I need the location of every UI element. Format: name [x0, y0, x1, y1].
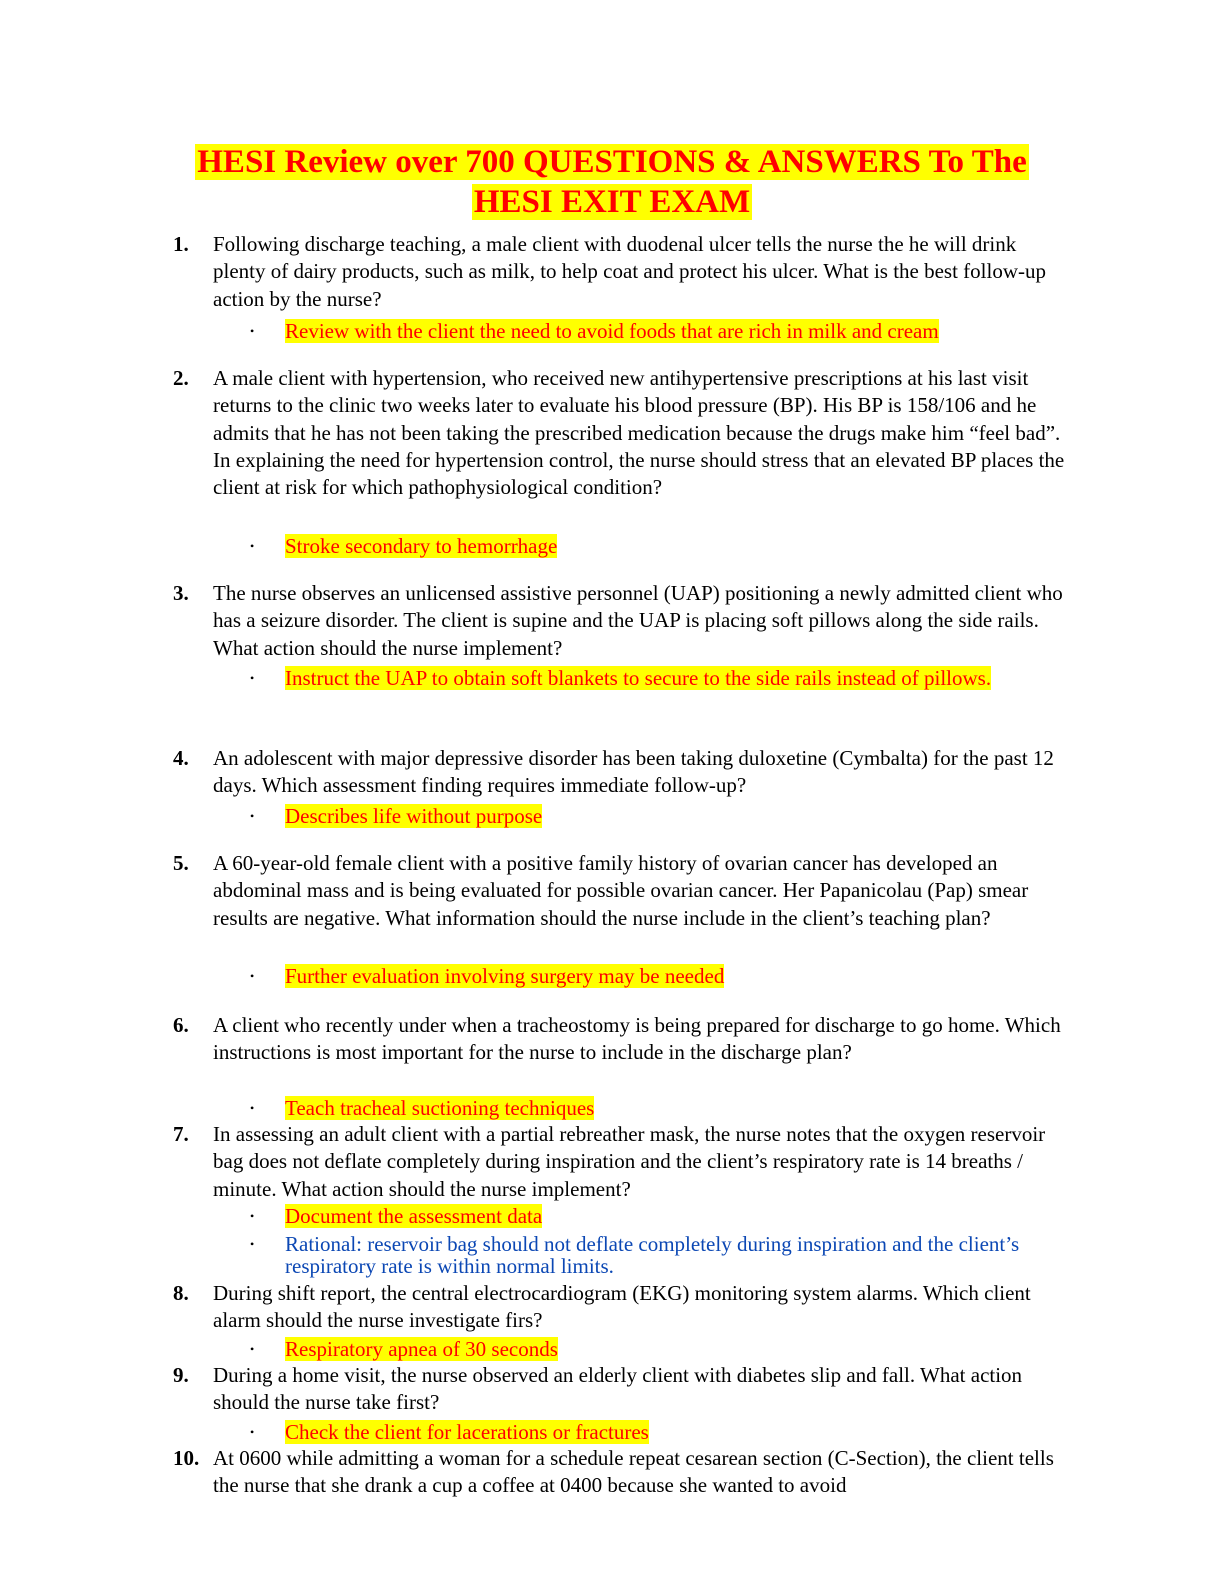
question-number: 10. [173, 1446, 200, 1470]
question-number: 2. [173, 366, 189, 390]
bullet-icon: • [250, 671, 255, 685]
answer-4: • Describes life without purpose [250, 803, 1070, 830]
answer-9: • Check the client for lacerations or fr… [250, 1419, 1070, 1446]
answer-text: Teach tracheal suctioning techniques [285, 1096, 595, 1120]
question-7: 7. In assessing an adult client with a p… [173, 1121, 1073, 1203]
question-6: 6. A client who recently under when a tr… [173, 1012, 1073, 1067]
answer-text: Stroke secondary to hemorrhage [285, 534, 558, 558]
question-text: A 60-year-old female client with a posit… [213, 851, 1029, 930]
question-number: 6. [173, 1013, 189, 1037]
question-number: 7. [173, 1122, 189, 1146]
answer-1: • Review with the client the need to avo… [250, 318, 1070, 345]
question-3: 3. The nurse observes an unlicensed assi… [173, 580, 1073, 662]
answer-2: • Stroke secondary to hemorrhage [250, 533, 1070, 560]
question-5: 5. A 60-year-old female client with a po… [173, 850, 1073, 932]
bullet-icon: • [250, 324, 255, 338]
question-1: 1. Following discharge teaching, a male … [173, 231, 1073, 313]
question-number: 9. [173, 1363, 189, 1387]
question-text: A male client with hypertension, who rec… [213, 366, 1065, 500]
answer-7: • Document the assessment data [250, 1203, 1070, 1230]
bullet-icon: • [250, 1342, 255, 1356]
bullet-icon: • [250, 1425, 255, 1439]
title-line-1: HESI Review over 700 QUESTIONS & ANSWERS… [195, 144, 1029, 180]
question-text: A client who recently under when a trach… [213, 1013, 1061, 1065]
question-text: An adolescent with major depressive diso… [213, 746, 1054, 798]
question-text: The nurse observes an unlicensed assisti… [213, 581, 1063, 660]
question-number: 3. [173, 581, 189, 605]
answer-text: Respiratory apnea of 30 seconds [285, 1337, 558, 1361]
question-number: 8. [173, 1281, 189, 1305]
rationale-7: • Rational: reservoir bag should not def… [250, 1233, 1070, 1277]
bullet-icon: • [250, 539, 255, 553]
question-text: Following discharge teaching, a male cli… [213, 232, 1047, 311]
document-title: HESI Review over 700 QUESTIONS & ANSWERS… [0, 142, 1224, 222]
answer-6: • Teach tracheal suctioning techniques [250, 1095, 1070, 1122]
answer-5: • Further evaluation involving surgery m… [250, 963, 1070, 990]
bullet-icon: • [250, 1237, 255, 1251]
rationale-text: Rational: reservoir bag should not defla… [285, 1232, 1020, 1278]
question-10: 10. At 0600 while admitting a woman for … [173, 1445, 1073, 1500]
question-text: In assessing an adult client with a part… [213, 1122, 1046, 1201]
bullet-icon: • [250, 809, 255, 823]
question-4: 4. An adolescent with major depressive d… [173, 745, 1073, 800]
bullet-icon: • [250, 1101, 255, 1115]
answer-text: Further evaluation involving surgery may… [285, 964, 725, 988]
question-text: During a home visit, the nurse observed … [213, 1363, 1023, 1415]
answer-text: Instruct the UAP to obtain soft blankets… [285, 666, 992, 690]
bullet-icon: • [250, 969, 255, 983]
answer-text: Describes life without purpose [285, 804, 543, 828]
question-text: At 0600 while admitting a woman for a sc… [213, 1446, 1054, 1498]
bullet-icon: • [250, 1209, 255, 1223]
question-8: 8. During shift report, the central elec… [173, 1280, 1073, 1335]
question-number: 5. [173, 851, 189, 875]
title-line-2: HESI EXIT EXAM [471, 184, 753, 220]
answer-text: Check the client for lacerations or frac… [285, 1420, 649, 1444]
question-number: 4. [173, 746, 189, 770]
question-number: 1. [173, 232, 189, 256]
question-2: 2. A male client with hypertension, who … [173, 365, 1073, 501]
answer-8: • Respiratory apnea of 30 seconds [250, 1336, 1070, 1363]
answer-text: Document the assessment data [285, 1204, 543, 1228]
question-9: 9. During a home visit, the nurse observ… [173, 1362, 1073, 1417]
question-text: During shift report, the central electro… [213, 1281, 1031, 1333]
answer-3: • Instruct the UAP to obtain soft blanke… [250, 665, 1070, 692]
answer-text: Review with the client the need to avoid… [285, 319, 939, 343]
